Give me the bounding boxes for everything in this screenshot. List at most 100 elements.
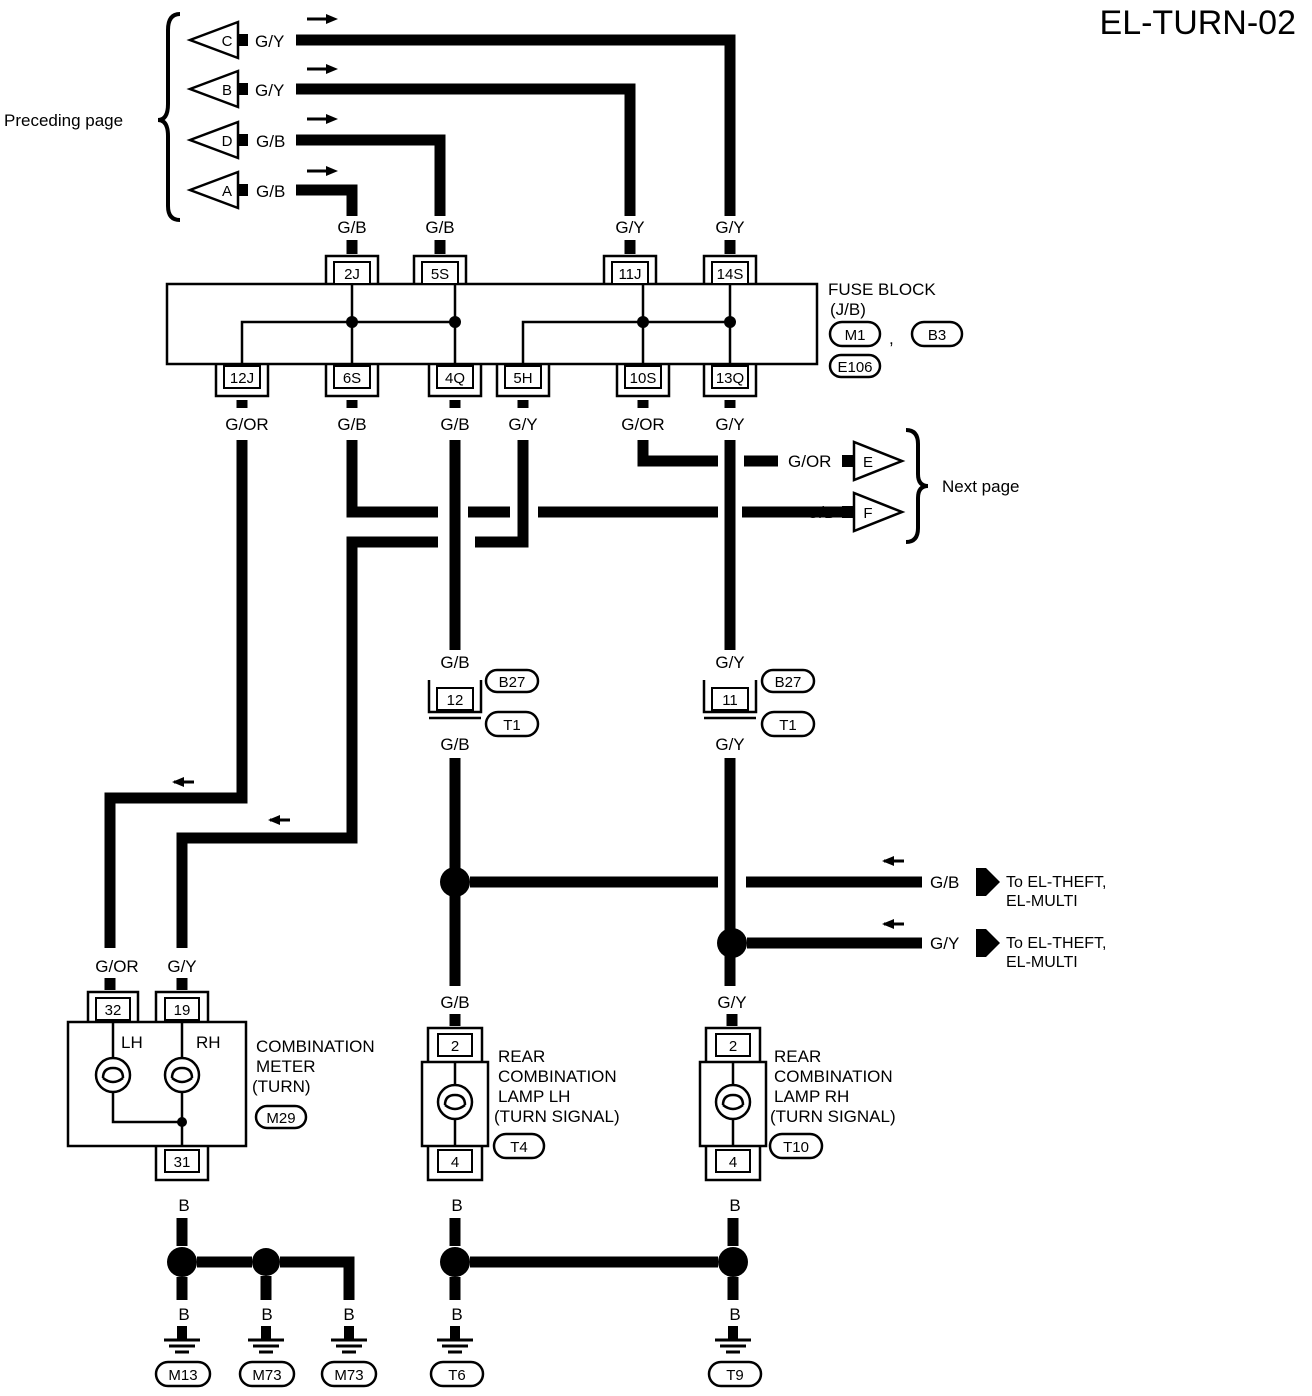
preceding-page-group: Preceding page [4, 12, 181, 222]
ground-icon [248, 1326, 284, 1354]
lamp-pin: 4 [729, 1154, 737, 1171]
input-color-c: G/Y [255, 32, 284, 51]
svg-text:M73: M73 [252, 1367, 281, 1384]
input-connector-a: A G/B [186, 166, 338, 210]
svg-text:13Q: 13Q [716, 370, 744, 387]
wire-color-label: B [178, 1305, 189, 1324]
lamp-name: (TURN SIGNAL) [770, 1107, 896, 1126]
wire-6s-gb-a [346, 440, 438, 518]
output-connector-e: G/OR E [788, 440, 906, 482]
output-color-f: G/B [806, 503, 835, 522]
output-arrow-icon [976, 868, 1000, 896]
fuse-block-body [165, 282, 819, 366]
connector-triangle-f [852, 491, 906, 533]
svg-text:5H: 5H [513, 370, 532, 387]
lamp-name: LAMP RH [774, 1087, 849, 1106]
direction-arrow-icon [326, 14, 338, 24]
svg-text:E106: E106 [837, 359, 872, 376]
wire-5h-gy-a [475, 440, 529, 548]
meter-pin-31: 31 [174, 1154, 191, 1171]
svg-text:M13: M13 [168, 1367, 197, 1384]
input-color-d: G/B [256, 132, 285, 151]
joint-connector-left: G/B 12 B27 T1 G/B [427, 653, 540, 754]
connector-ref-m1: M1 [828, 320, 882, 348]
svg-text:T4: T4 [510, 1139, 528, 1156]
connector-ref-t1: T1 [760, 710, 816, 738]
input-color-b: G/Y [255, 81, 284, 100]
wire-color-label: G/B [337, 218, 366, 237]
svg-text:T10: T10 [783, 1139, 809, 1156]
fuse-pin-11j: 11J [602, 254, 658, 285]
input-letter-d: D [222, 133, 233, 150]
wire-color-label: G/B [440, 415, 469, 434]
input-connector-c: C G/Y [186, 14, 338, 60]
ground-icon [715, 1326, 751, 1354]
svg-text:M29: M29 [266, 1110, 295, 1127]
wire-color-label: G/B [425, 218, 454, 237]
direction-arrow-icon [882, 919, 894, 929]
wire-color-label: G/OR [95, 957, 138, 976]
meter-pin-19: 19 [174, 1002, 191, 1019]
meter-name: METER [256, 1057, 316, 1076]
wire-color-label: G/Y [715, 218, 744, 237]
ground-icon [437, 1326, 473, 1354]
input-letter-a: A [222, 183, 232, 200]
svg-text:14S: 14S [717, 266, 744, 283]
connector-ref-b3: B3 [910, 320, 964, 348]
splice-dot [440, 867, 470, 897]
meter-name: COMBINATION [256, 1037, 375, 1056]
joint-pin: 11 [722, 692, 738, 709]
wire-color-label: G/B [440, 735, 469, 754]
wire-color-label: G/Y [508, 415, 537, 434]
next-page-brace [905, 428, 929, 544]
svg-text:T1: T1 [779, 717, 797, 734]
wire-color-label: G/Y [715, 735, 744, 754]
svg-text:B3: B3 [928, 327, 946, 344]
branch-destination: EL-MULTI [1006, 954, 1078, 971]
fuse-pin-6s: 6S [324, 364, 380, 398]
wire-color-label: G/OR [225, 415, 268, 434]
wire-color-label: B [451, 1305, 462, 1324]
fuse-pin-2j: 2J [324, 254, 380, 285]
wire-color-label: G/OR [621, 415, 664, 434]
wire-color-label: G/Y [715, 653, 744, 672]
splice-dot [718, 1247, 748, 1277]
connector-ref-b27: B27 [760, 668, 816, 694]
fuse-pin-13q: 13Q [702, 364, 758, 398]
fuse-pin-5h: 5H [495, 364, 551, 398]
splice-dot [252, 1248, 280, 1276]
wire-color-label: B [729, 1305, 740, 1324]
input-connector-d: D G/B [186, 114, 338, 160]
wire-color-label: G/Y [717, 993, 746, 1012]
splice-dot [717, 928, 747, 958]
preceding-page-brace [157, 12, 181, 222]
svg-text:12J: 12J [230, 370, 254, 387]
wire-a-gb [296, 184, 358, 216]
wire-color-label: G/Y [715, 415, 744, 434]
svg-text:M73: M73 [334, 1367, 363, 1384]
ground-ref-m13: M13 [154, 1360, 212, 1388]
svg-text:11J: 11J [618, 266, 641, 283]
joint-pin: 12 [447, 692, 464, 709]
direction-arrow-icon [326, 64, 338, 74]
lamp-name: COMBINATION [498, 1067, 617, 1086]
svg-text:2J: 2J [344, 266, 360, 283]
output-color-e: G/OR [788, 452, 831, 471]
branch-color: G/Y [930, 934, 959, 953]
svg-text:T6: T6 [448, 1367, 466, 1384]
lamp-name: (TURN SIGNAL) [494, 1107, 620, 1126]
separator: , [889, 329, 894, 348]
meter-name: (TURN) [252, 1077, 311, 1096]
branch-destination: To EL-THEFT, [1006, 874, 1106, 891]
ground-ref-m73-2: M73 [320, 1360, 378, 1388]
connector-ref-t1: T1 [484, 710, 540, 738]
wire-color-label: G/Y [167, 957, 196, 976]
wire-c-gy [296, 34, 736, 216]
direction-arrow-icon [882, 856, 894, 866]
fuse-pin-4q: 4Q [427, 364, 483, 398]
wire-d-gb [296, 134, 446, 216]
lamp-name: LAMP LH [498, 1087, 570, 1106]
meter-lamp-label: RH [196, 1033, 221, 1052]
lamp-pin: 2 [729, 1038, 737, 1055]
